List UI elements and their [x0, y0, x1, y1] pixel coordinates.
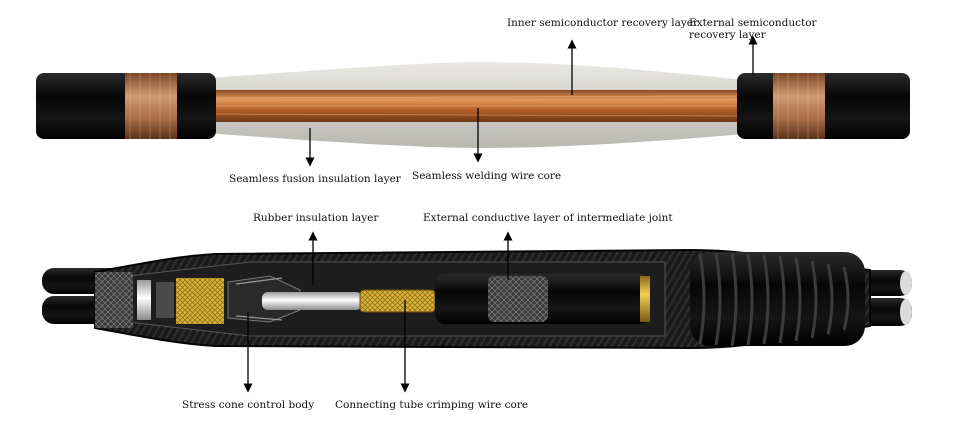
bottom-inner-conductor: [262, 292, 362, 310]
label-external-conductive: External conductive layer of intermediat…: [423, 212, 673, 224]
label-stress-cone: Stress cone control body: [182, 399, 315, 411]
bottom-left-silver-ring: [137, 280, 151, 320]
top-right-copper-band: [773, 73, 825, 139]
bottom-outer-conductive-braid: [488, 276, 548, 322]
label-rubber-insulation: Rubber insulation layer: [253, 212, 379, 224]
bottom-ribbed-sleeve: [690, 252, 865, 347]
label-external-semiconductor: External semiconductor recovery layer: [689, 17, 817, 41]
bottom-right-cable-lower: [860, 298, 912, 326]
top-joint: [36, 35, 910, 167]
label-seamless-fusion-insulation: Seamless fusion insulation layer: [229, 173, 401, 185]
bottom-left-gold-braid: [176, 278, 224, 324]
bottom-connecting-tube: [359, 289, 436, 313]
top-left-copper-band: [125, 73, 177, 139]
bottom-right-cable-upper: [860, 270, 912, 296]
label-inner-semiconductor: Inner semiconductor recovery layer: [507, 17, 699, 29]
label-seamless-welding-core: Seamless welding wire core: [412, 170, 562, 182]
label-connecting-tube: Connecting tube crimping wire core: [335, 399, 529, 411]
bottom-joint: [42, 231, 912, 393]
